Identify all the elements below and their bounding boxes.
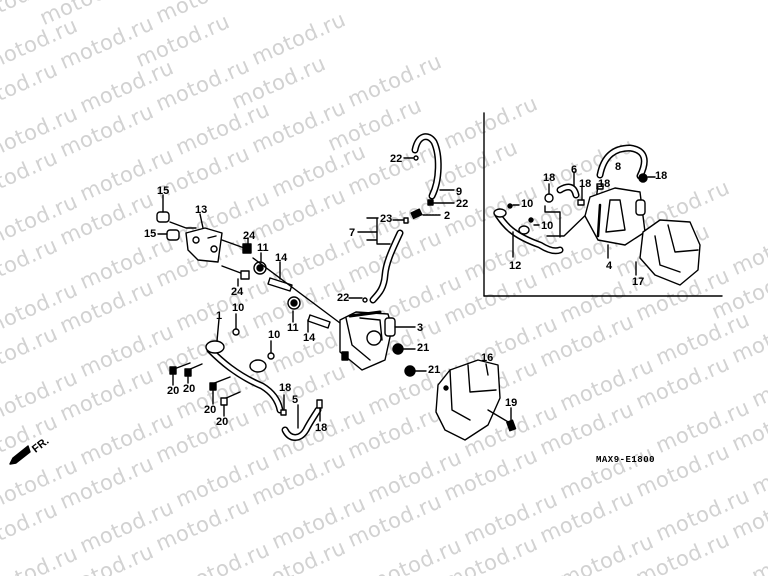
part-callout-24: 24	[231, 286, 244, 298]
part-callout-11: 11	[287, 322, 299, 334]
part-9-hose	[403, 133, 455, 206]
part-callout-15: 15	[157, 185, 170, 197]
part-16-cover	[435, 359, 517, 441]
part-callout-19: 19	[505, 397, 518, 409]
part-callout-2: 2	[444, 210, 451, 222]
part-callout-7: 7	[349, 227, 356, 239]
inset-part-17-cover	[635, 219, 701, 286]
part-callout-20: 20	[204, 404, 217, 416]
drawing-code: MAX9-E1800	[596, 455, 656, 465]
part-callout-10: 10	[521, 198, 534, 210]
part-callout-23: 23	[380, 213, 393, 225]
part-callout-8: 8	[615, 161, 622, 173]
part-2-23-connector	[357, 208, 442, 245]
part-21-nuts	[392, 343, 427, 377]
part-callout-11: 11	[257, 242, 269, 254]
part-callout-18: 18	[579, 178, 592, 190]
part-callout-20: 20	[216, 416, 229, 428]
part-callout-18: 18	[315, 422, 328, 434]
part-callout-14: 14	[275, 252, 288, 264]
part-callout-22: 22	[390, 153, 403, 165]
part-7-hose	[348, 229, 404, 304]
inset-part-4-valve	[584, 187, 646, 259]
part-callout-12: 12	[509, 260, 522, 272]
inset-part-8-hose	[596, 144, 656, 183]
inset-part-12-pipe	[493, 203, 564, 258]
part-callout-14: 14	[303, 332, 316, 344]
part-callout-18: 18	[543, 172, 556, 184]
part-1-pipe	[205, 318, 284, 414]
part-15-bushing	[156, 194, 197, 241]
inset-frame	[483, 112, 723, 297]
part-callout-10: 10	[268, 329, 281, 341]
part-callout-6: 6	[571, 164, 578, 176]
part-callout-22: 22	[337, 292, 350, 304]
part-callout-18: 18	[655, 170, 668, 182]
part-callout-21: 21	[417, 342, 430, 354]
part-20-bolts	[169, 362, 241, 417]
part-callout-16: 16	[481, 352, 494, 364]
part-24-bolts	[221, 237, 252, 287]
part-callout-24: 24	[243, 230, 256, 242]
part-callout-18: 18	[598, 178, 611, 190]
part-callout-18: 18	[279, 382, 292, 394]
part-callout-5: 5	[292, 394, 299, 406]
part-callout-3: 3	[417, 322, 424, 334]
part-10-orings	[232, 313, 275, 360]
part-callout-20: 20	[183, 383, 196, 395]
part-callout-15: 15	[144, 228, 157, 240]
part-callout-22: 22	[456, 198, 469, 210]
part-3-valve-body	[339, 310, 416, 371]
part-callout-21: 21	[428, 364, 441, 376]
part-13-bracket	[185, 213, 223, 263]
part-callout-20: 20	[167, 385, 180, 397]
part-callout-1: 1	[216, 310, 223, 322]
part-callout-4: 4	[606, 260, 613, 272]
part-callout-9: 9	[456, 186, 463, 198]
front-direction-arrow-icon	[9, 445, 31, 465]
part-callout-13: 13	[195, 204, 208, 216]
part-callout-10: 10	[541, 220, 554, 232]
part-5-hose	[280, 394, 323, 441]
part-callout-10: 10	[232, 302, 245, 314]
part-callout-17: 17	[632, 276, 645, 288]
part-11-14-fittings	[252, 252, 341, 333]
